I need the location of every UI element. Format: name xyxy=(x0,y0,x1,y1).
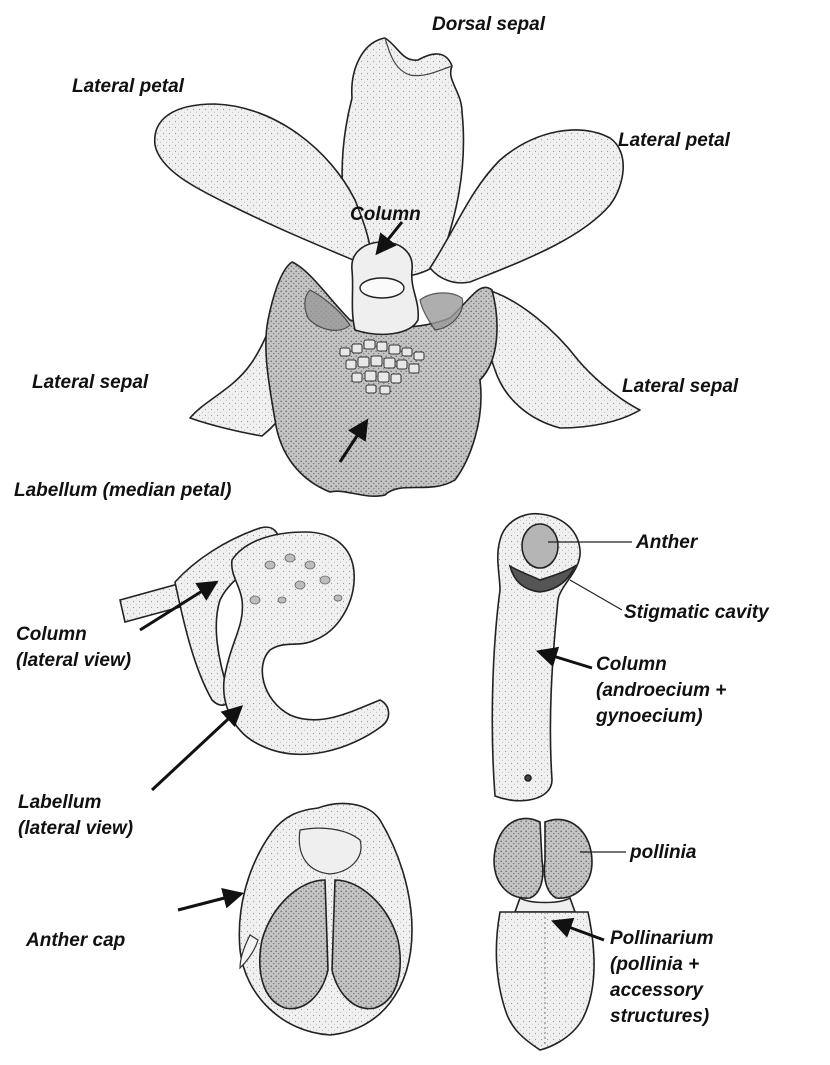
label-pollinarium-line3: accessory xyxy=(610,980,704,1001)
label-column-right-line3: gynoecium) xyxy=(595,706,703,727)
label-dorsal-sepal: Dorsal sepal xyxy=(432,14,546,35)
lateral-sepal-right xyxy=(485,290,640,428)
stipe-viscidium xyxy=(515,898,575,912)
label-labellum-lateral-line2: (lateral view) xyxy=(18,818,133,839)
lateral-petal-left xyxy=(155,104,372,268)
label-column-right-line1: Column xyxy=(596,654,667,675)
label-lateral-sepal-right: Lateral sepal xyxy=(622,376,739,397)
column-labellum-lateral-view xyxy=(120,527,389,754)
arrow-labellum-lateral xyxy=(152,708,240,790)
label-pollinarium-line2: (pollinia + xyxy=(610,954,699,975)
label-lateral-petal-left: Lateral petal xyxy=(72,76,185,97)
pollinarium-detail xyxy=(494,818,594,1050)
anther-cap-detail xyxy=(239,804,412,1035)
column-front-detail xyxy=(492,514,580,801)
flower-front-view xyxy=(155,38,640,496)
label-column-top: Column xyxy=(350,204,421,225)
leader-stigmatic-cavity xyxy=(570,580,622,610)
label-lateral-petal-right: Lateral petal xyxy=(618,130,731,151)
anther xyxy=(522,524,558,568)
column-stub xyxy=(120,584,184,622)
label-pollinarium-line1: Pollinarium xyxy=(610,928,714,949)
label-pollinarium-line4: structures) xyxy=(610,1006,709,1027)
arrow-anther-cap xyxy=(178,894,240,910)
label-column-right-line2: (androecium + xyxy=(596,680,726,701)
label-pollinia: pollinia xyxy=(629,842,697,863)
label-stigmatic-cavity: Stigmatic cavity xyxy=(624,602,770,623)
label-lateral-sepal-left: Lateral sepal xyxy=(32,372,149,393)
pollinia xyxy=(494,818,543,898)
label-labellum-median: Labellum (median petal) xyxy=(14,480,231,501)
label-labellum-lateral-line1: Labellum xyxy=(18,792,102,813)
label-column-lateral-line2: (lateral view) xyxy=(16,650,131,671)
label-anther: Anther xyxy=(635,532,699,553)
label-anther-cap: Anther cap xyxy=(25,930,125,951)
label-column-lateral-line1: Column xyxy=(16,624,87,645)
